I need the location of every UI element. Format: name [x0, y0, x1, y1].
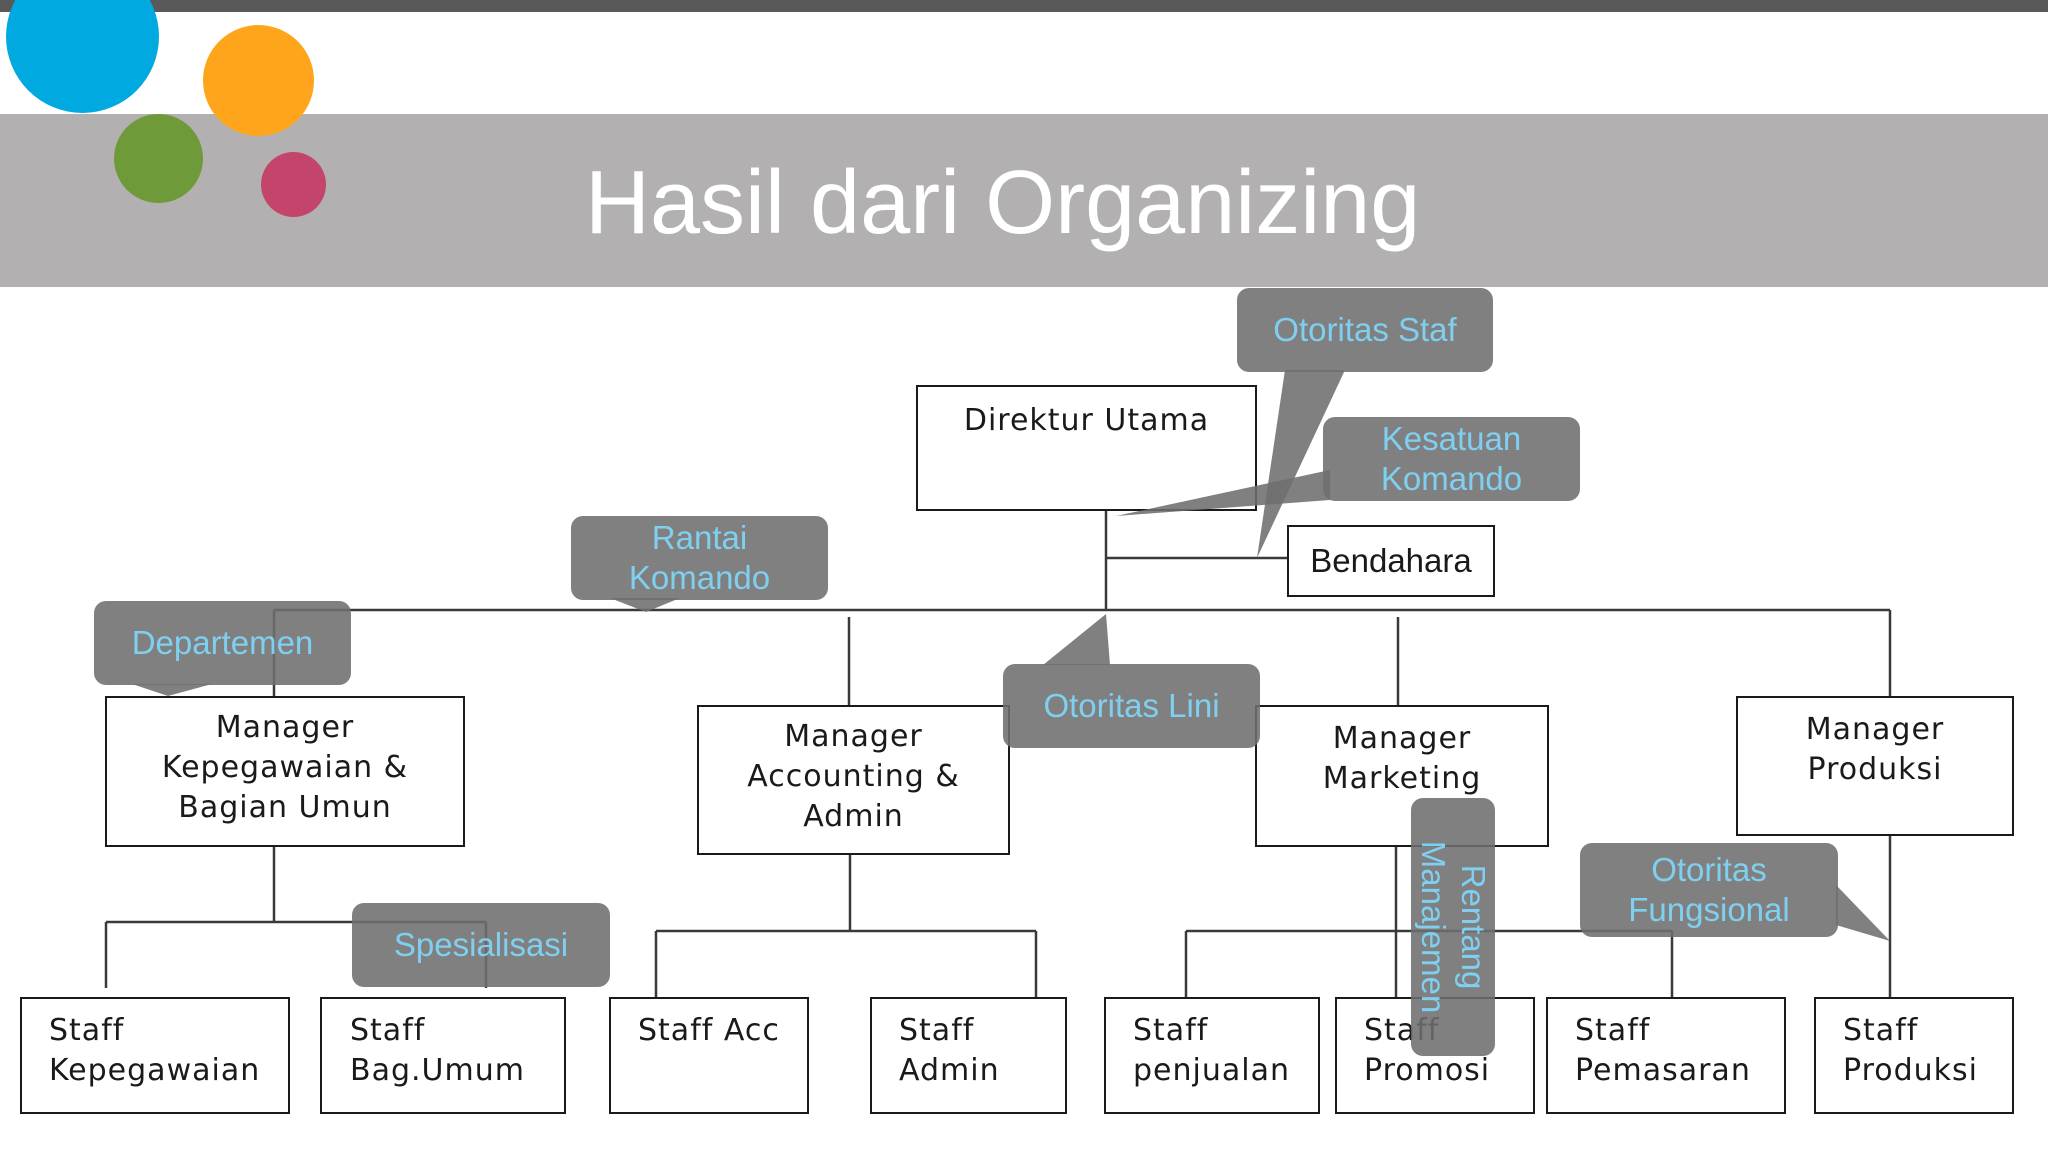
- callout-rantai-komando: Rantai Komando: [571, 516, 828, 600]
- staff-bagumum-label: Staff Bag.Umum: [350, 1013, 525, 1088]
- callout-kesatuan-komando: Kesatuan Komando: [1323, 417, 1580, 501]
- title-band: [0, 114, 2048, 287]
- staff-admin-label: Staff Admin: [899, 1013, 1000, 1088]
- pointer-otoritas-fungsional: [1836, 885, 1890, 941]
- callout-spesialisasi: Spesialisasi: [352, 903, 610, 987]
- callout-otoritas-fungsional: Otoritas Fungsional: [1580, 843, 1838, 937]
- rentang-manajemen-label: Rentang Manajemen: [1415, 840, 1492, 1014]
- callout-rentang-manajemen: Rentang Manajemen: [1411, 798, 1495, 1056]
- manager-accounting-label: Manager Accounting & Admin: [747, 719, 960, 834]
- box-manager-kepegawaian: Manager Kepegawaian & Bagian Umun: [105, 696, 465, 847]
- manager-kepegawaian-label: Manager Kepegawaian & Bagian Umun: [161, 710, 409, 825]
- box-staff-acc: Staff Acc: [609, 997, 809, 1114]
- manager-marketing-label: Manager Marketing: [1322, 721, 1482, 796]
- box-staff-bagumum: Staff Bag.Umum: [320, 997, 566, 1114]
- staff-pemasaran-label: Staff Pemasaran: [1575, 1013, 1751, 1088]
- direktur-label: Direktur Utama: [963, 403, 1210, 438]
- staff-acc-label: Staff Acc: [638, 1013, 780, 1048]
- manager-produksi-label: Manager Produksi: [1805, 712, 1945, 787]
- box-staff-kepegawaian: Staff Kepegawaian: [20, 997, 290, 1114]
- box-manager-produksi: Manager Produksi: [1736, 696, 2014, 836]
- top-bar: [0, 0, 2048, 12]
- box-staff-pemasaran: Staff Pemasaran: [1546, 997, 1786, 1114]
- decorative-dot-pink: [261, 152, 326, 217]
- bendahara-label: Bendahara: [1310, 542, 1472, 579]
- pointer-otoritas-lini: [1043, 614, 1110, 665]
- pointer-departemen: [132, 684, 212, 696]
- pointer-kesatuan-komando: [1116, 470, 1330, 516]
- box-staff-produksi: Staff Produksi: [1814, 997, 2014, 1114]
- decorative-dot-orange: [203, 25, 314, 136]
- callout-otoritas-lini: Otoritas Lini: [1003, 664, 1260, 748]
- staff-penjualan-label: Staff penjualan: [1133, 1013, 1290, 1088]
- box-bendahara: Bendahara: [1287, 525, 1495, 597]
- box-direktur-utama: Direktur Utama: [916, 385, 1257, 511]
- callout-departemen: Departemen: [94, 601, 351, 685]
- slide-title: Hasil dari Organizing: [585, 153, 1421, 253]
- pointer-rantai-komando: [610, 598, 680, 612]
- box-staff-penjualan: Staff penjualan: [1104, 997, 1320, 1114]
- staff-produksi-label: Staff Produksi: [1843, 1013, 1978, 1088]
- pointer-otoritas-staf: [1257, 370, 1345, 558]
- staff-kepegawaian-label: Staff Kepegawaian: [49, 1013, 261, 1088]
- decorative-dot-green: [114, 114, 203, 203]
- box-manager-accounting: Manager Accounting & Admin: [697, 705, 1010, 855]
- callout-otoritas-staf: Otoritas Staf: [1237, 288, 1493, 372]
- box-staff-admin: Staff Admin: [870, 997, 1067, 1114]
- box-manager-marketing: Manager Marketing: [1255, 705, 1549, 847]
